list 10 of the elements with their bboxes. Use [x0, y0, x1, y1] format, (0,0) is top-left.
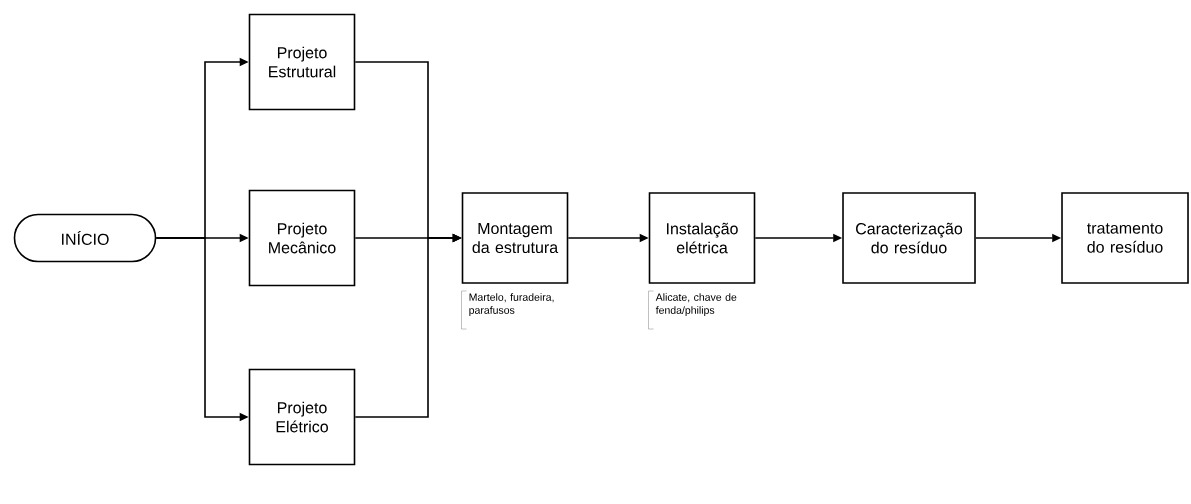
annotation: Martelo, furadeira, parafusos [461, 290, 554, 330]
process-box: Projeto Estrutural [248, 13, 356, 111]
process-box: tratamento do resíduo [1061, 192, 1189, 284]
process-box: Montagem da estrutura [461, 192, 569, 284]
start-terminal: INÍCIO [13, 213, 157, 263]
process-box: Projeto Elétrico [248, 368, 356, 466]
process-box: Caracterização do resíduo [842, 192, 976, 284]
annotation: Alicate, chave de fenda/philips [648, 290, 737, 330]
process-box: Projeto Mecânico [248, 189, 356, 287]
process-box: Instalação elétrica [648, 192, 756, 284]
